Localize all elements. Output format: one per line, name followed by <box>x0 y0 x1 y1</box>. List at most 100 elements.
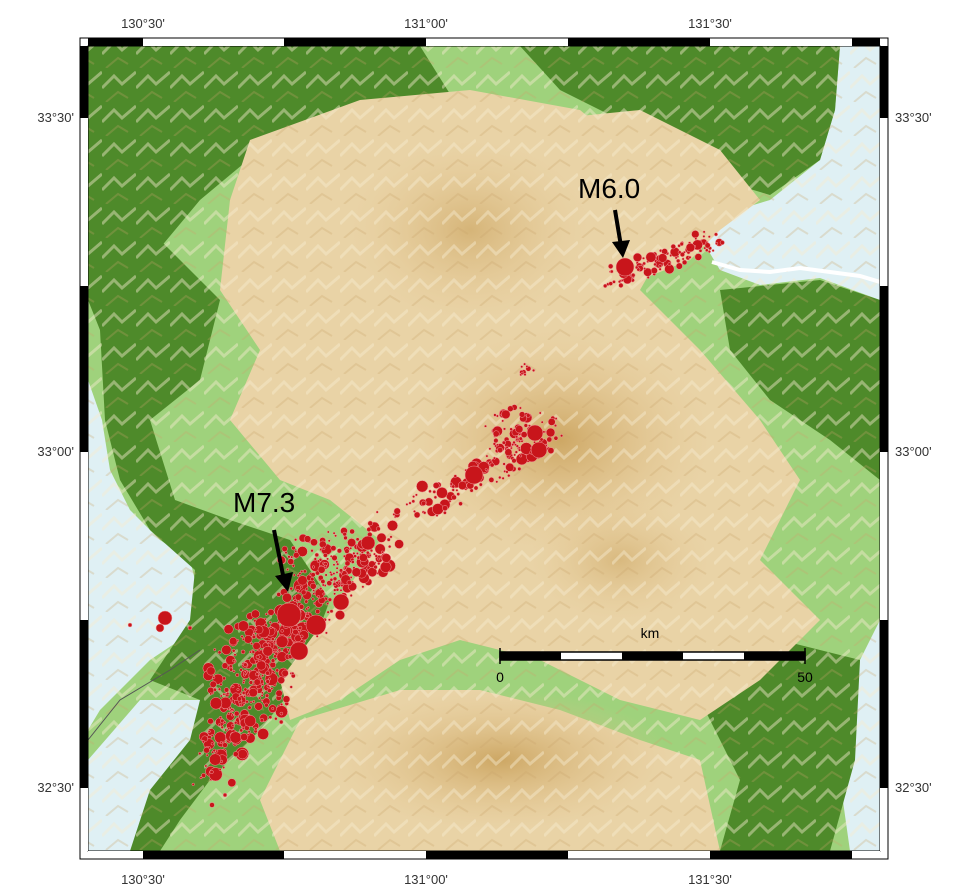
epicenter-dot <box>292 628 299 636</box>
epicenter-dot <box>326 610 330 614</box>
epicenter-dot <box>530 441 548 459</box>
epicenter-dot <box>275 668 280 673</box>
epicenter-dot <box>501 409 511 420</box>
epicenter-dot <box>289 586 294 591</box>
epicenter-dot <box>309 582 317 590</box>
epicenter-dot <box>219 741 223 744</box>
epicenter-dot <box>260 691 264 695</box>
epicenter-dot <box>233 720 238 725</box>
epicenter-dot <box>394 539 404 549</box>
epicenter-dot <box>456 492 461 496</box>
epicenter-dot <box>608 263 614 269</box>
epicenter-dot <box>236 688 240 691</box>
epicenter-dot <box>157 610 173 626</box>
epicenter-dot <box>212 675 216 679</box>
epicenter-dot <box>507 405 514 412</box>
epicenter-dot <box>377 561 381 566</box>
epicenter-dot <box>453 474 458 478</box>
epicenter-dot <box>432 482 440 489</box>
epicenter-dot <box>221 644 232 655</box>
epicenter-dot <box>222 792 228 798</box>
epicenter-dot <box>694 237 698 240</box>
epicenter-dot <box>636 267 641 272</box>
epicenter-dot <box>373 552 376 556</box>
epicenter-dot <box>268 620 272 624</box>
epicenter-dot <box>327 539 331 543</box>
epicenter-dot <box>278 719 284 725</box>
epicenter-dot <box>291 545 296 551</box>
epicenter-dot <box>237 620 249 632</box>
epicenter-dot <box>329 609 334 614</box>
epicenter-dot <box>658 267 662 271</box>
epicenter-dot <box>223 720 227 724</box>
epicenter-dot <box>326 530 330 534</box>
epicenter-dot <box>298 572 302 576</box>
epicenter-dot <box>270 687 274 691</box>
epicenter-dot <box>210 742 214 746</box>
epicenter-dot <box>191 782 195 786</box>
epicenter-dot <box>329 577 334 582</box>
epicenter-dot <box>281 669 289 677</box>
epicenter-dot <box>219 682 223 686</box>
epicenter-dot <box>276 592 282 597</box>
epicenter-dot <box>275 689 283 697</box>
epicenter-m73 <box>276 602 302 628</box>
epicenter-dot <box>316 559 321 563</box>
epicenter-dot <box>518 411 526 418</box>
epicenter-dot <box>323 552 328 558</box>
epicenter-dot <box>515 425 524 434</box>
epicenter-dot <box>217 687 222 691</box>
epicenter-dot <box>245 699 249 704</box>
epicenter-dot <box>338 581 342 585</box>
epicenter-dot <box>253 678 261 686</box>
epicenter-dot <box>206 666 216 676</box>
epicenter-dot <box>248 687 258 698</box>
epicenter-dot <box>703 246 707 250</box>
epicenter-dot <box>287 558 295 565</box>
epicenter-dot <box>261 682 265 686</box>
epicenter-dot <box>213 648 217 652</box>
epicenter-dot <box>209 769 214 775</box>
epicenter-dot <box>256 660 267 671</box>
epicenter-dot <box>715 241 719 246</box>
epicenter-dot <box>275 635 289 648</box>
epicenter-dot <box>327 618 331 622</box>
epicenter-dot <box>375 526 381 532</box>
epicenter-dot <box>155 623 165 633</box>
epicenter-dot <box>373 564 378 570</box>
epicenter-dot <box>360 550 364 554</box>
epicenter-dot <box>266 685 270 689</box>
epicenter-dot <box>293 598 297 603</box>
epicenter-dot <box>254 726 258 731</box>
lat-label-left-1: 33°30' <box>37 110 74 125</box>
epicenter-dot <box>265 670 271 676</box>
epicenter-dot <box>428 489 432 494</box>
epicenter-dot <box>414 493 418 497</box>
epicenter-dot <box>228 664 233 669</box>
epicenter-dot <box>495 414 499 418</box>
epicenter-dot <box>240 649 246 655</box>
epicenter-dot <box>293 552 300 559</box>
epicenter-dot <box>327 597 333 602</box>
epicenter-dot <box>339 588 343 592</box>
epicenter-dot <box>366 527 372 532</box>
epicenter-dot <box>336 548 342 554</box>
epicenter-dot <box>489 462 495 468</box>
lat-label-right-2: 33°00' <box>895 444 932 459</box>
epicenter-dot <box>240 634 244 639</box>
epicenter-dot <box>243 635 253 644</box>
epicenter-dot <box>264 612 268 616</box>
epicenter-dot <box>296 589 300 593</box>
epicenter-dot <box>314 552 320 558</box>
epicenter-dot <box>275 705 288 719</box>
epicenter-dot <box>237 749 248 760</box>
epicenter-dot <box>681 259 688 266</box>
lat-label-right-1: 33°30' <box>895 110 932 125</box>
epicenter-dot <box>251 650 256 654</box>
epicenter-dot <box>257 648 261 652</box>
epicenter-dot <box>279 711 284 716</box>
epicenter-dot <box>520 372 524 376</box>
epicenter-dot <box>215 749 219 753</box>
epicenter-dot <box>351 567 362 577</box>
coastline-west <box>88 649 201 741</box>
